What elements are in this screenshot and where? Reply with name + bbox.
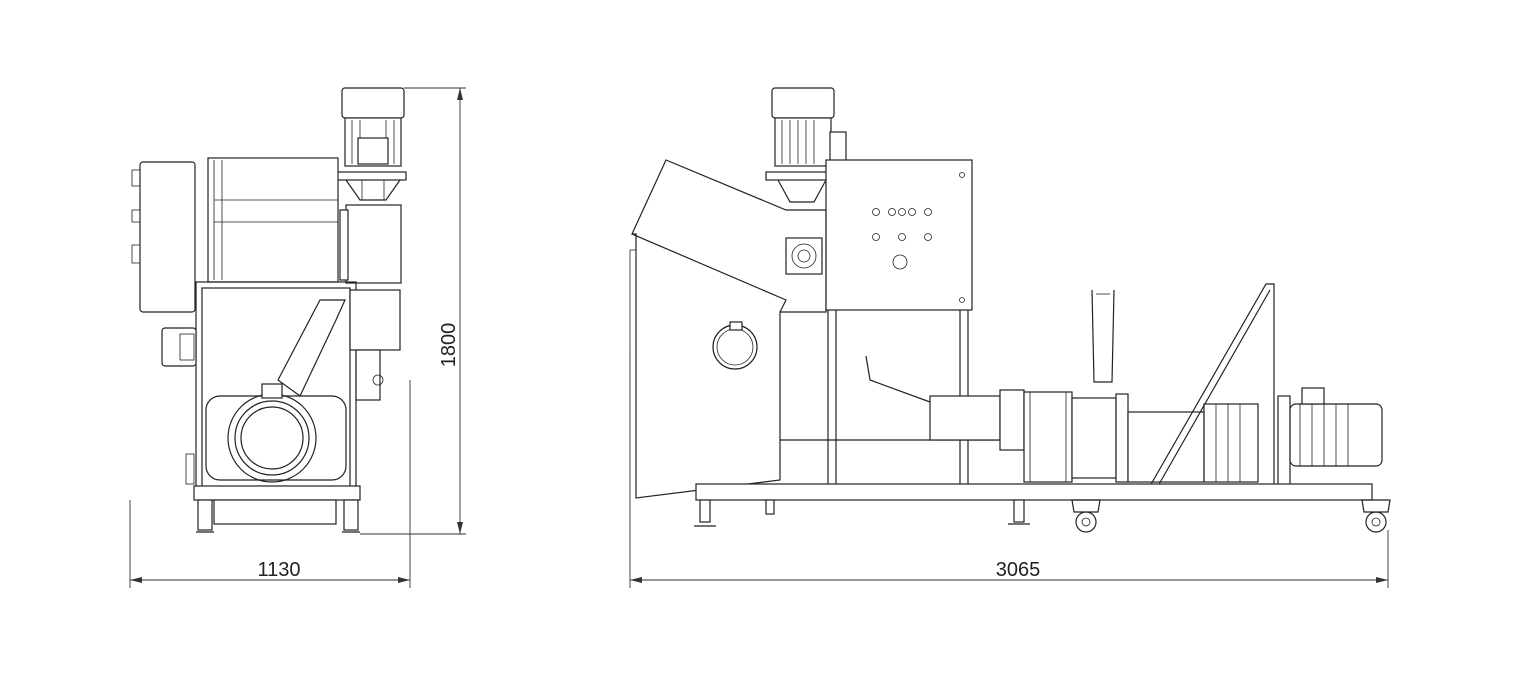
- side-top-motor: [335, 87, 407, 201]
- front-base: [694, 483, 1391, 533]
- dim-width-side: 1130: [129, 380, 411, 588]
- dim-height-side-label: 1800: [438, 323, 460, 368]
- front-screw: [780, 355, 1383, 487]
- front-top-motor: [765, 87, 847, 203]
- side-view: 1130 1800: [129, 87, 466, 588]
- dim-width-side-label: 1130: [257, 559, 300, 581]
- front-view: 3065: [629, 87, 1391, 588]
- front-control-box: [785, 159, 973, 486]
- front-hopper: [629, 159, 827, 499]
- dim-height-side: 1800: [360, 87, 466, 535]
- dim-length-front: 3065: [629, 350, 1389, 588]
- side-frame: [161, 281, 401, 533]
- front-brace: [1091, 283, 1275, 487]
- side-hopper: [131, 157, 402, 313]
- dim-length-front-label: 3065: [996, 559, 1041, 581]
